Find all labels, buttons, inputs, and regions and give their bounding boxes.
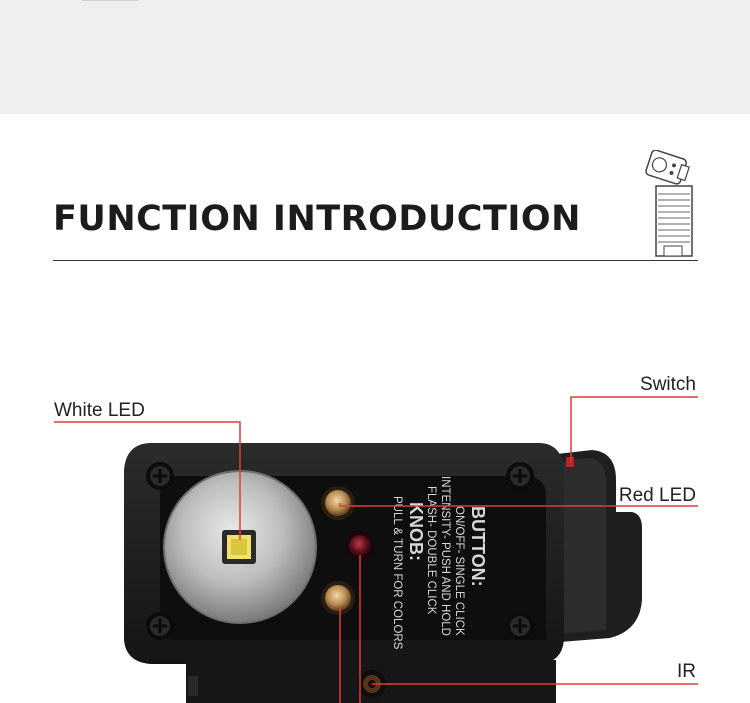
header-band bbox=[0, 0, 750, 114]
white-led-reflector bbox=[163, 470, 317, 624]
button-line-2: INTENSITY- PUSH AND HOLD bbox=[439, 476, 451, 636]
amber-led-bottom bbox=[321, 581, 355, 615]
knob-heading: KNOB: bbox=[406, 502, 426, 561]
title-underline bbox=[53, 260, 698, 261]
ir-label: IR bbox=[677, 661, 696, 682]
knob-line-1: PULL & TURN FOR COLORS bbox=[391, 496, 403, 650]
header-divider bbox=[82, 0, 138, 1]
red-led bbox=[345, 531, 375, 561]
device-thumbnail bbox=[645, 150, 693, 257]
button-line-3: FLASH- DOUBLE CLICK bbox=[425, 486, 437, 615]
red-led-label: Red LED bbox=[618, 485, 696, 506]
screw bbox=[506, 612, 534, 640]
device-photo: BUTTON: ON/OFF- SINGLE CLICK INTENSITY- … bbox=[54, 396, 698, 703]
screw bbox=[146, 462, 174, 490]
callout-lines bbox=[54, 396, 698, 703]
section-title: FUNCTION INTRODUCTION bbox=[53, 199, 581, 239]
switch-knob bbox=[548, 450, 642, 642]
screw bbox=[506, 462, 534, 490]
screw bbox=[146, 612, 174, 640]
amber-led-top bbox=[321, 486, 355, 520]
instruction-panel: BUTTON: ON/OFF- SINGLE CLICK INTENSITY- … bbox=[391, 476, 488, 650]
switch-label: Switch bbox=[640, 374, 696, 395]
button-heading: BUTTON: bbox=[468, 506, 488, 587]
white-led-label: White LED bbox=[54, 400, 145, 421]
button-line-1: ON/OFF- SINGLE CLICK bbox=[453, 506, 465, 636]
